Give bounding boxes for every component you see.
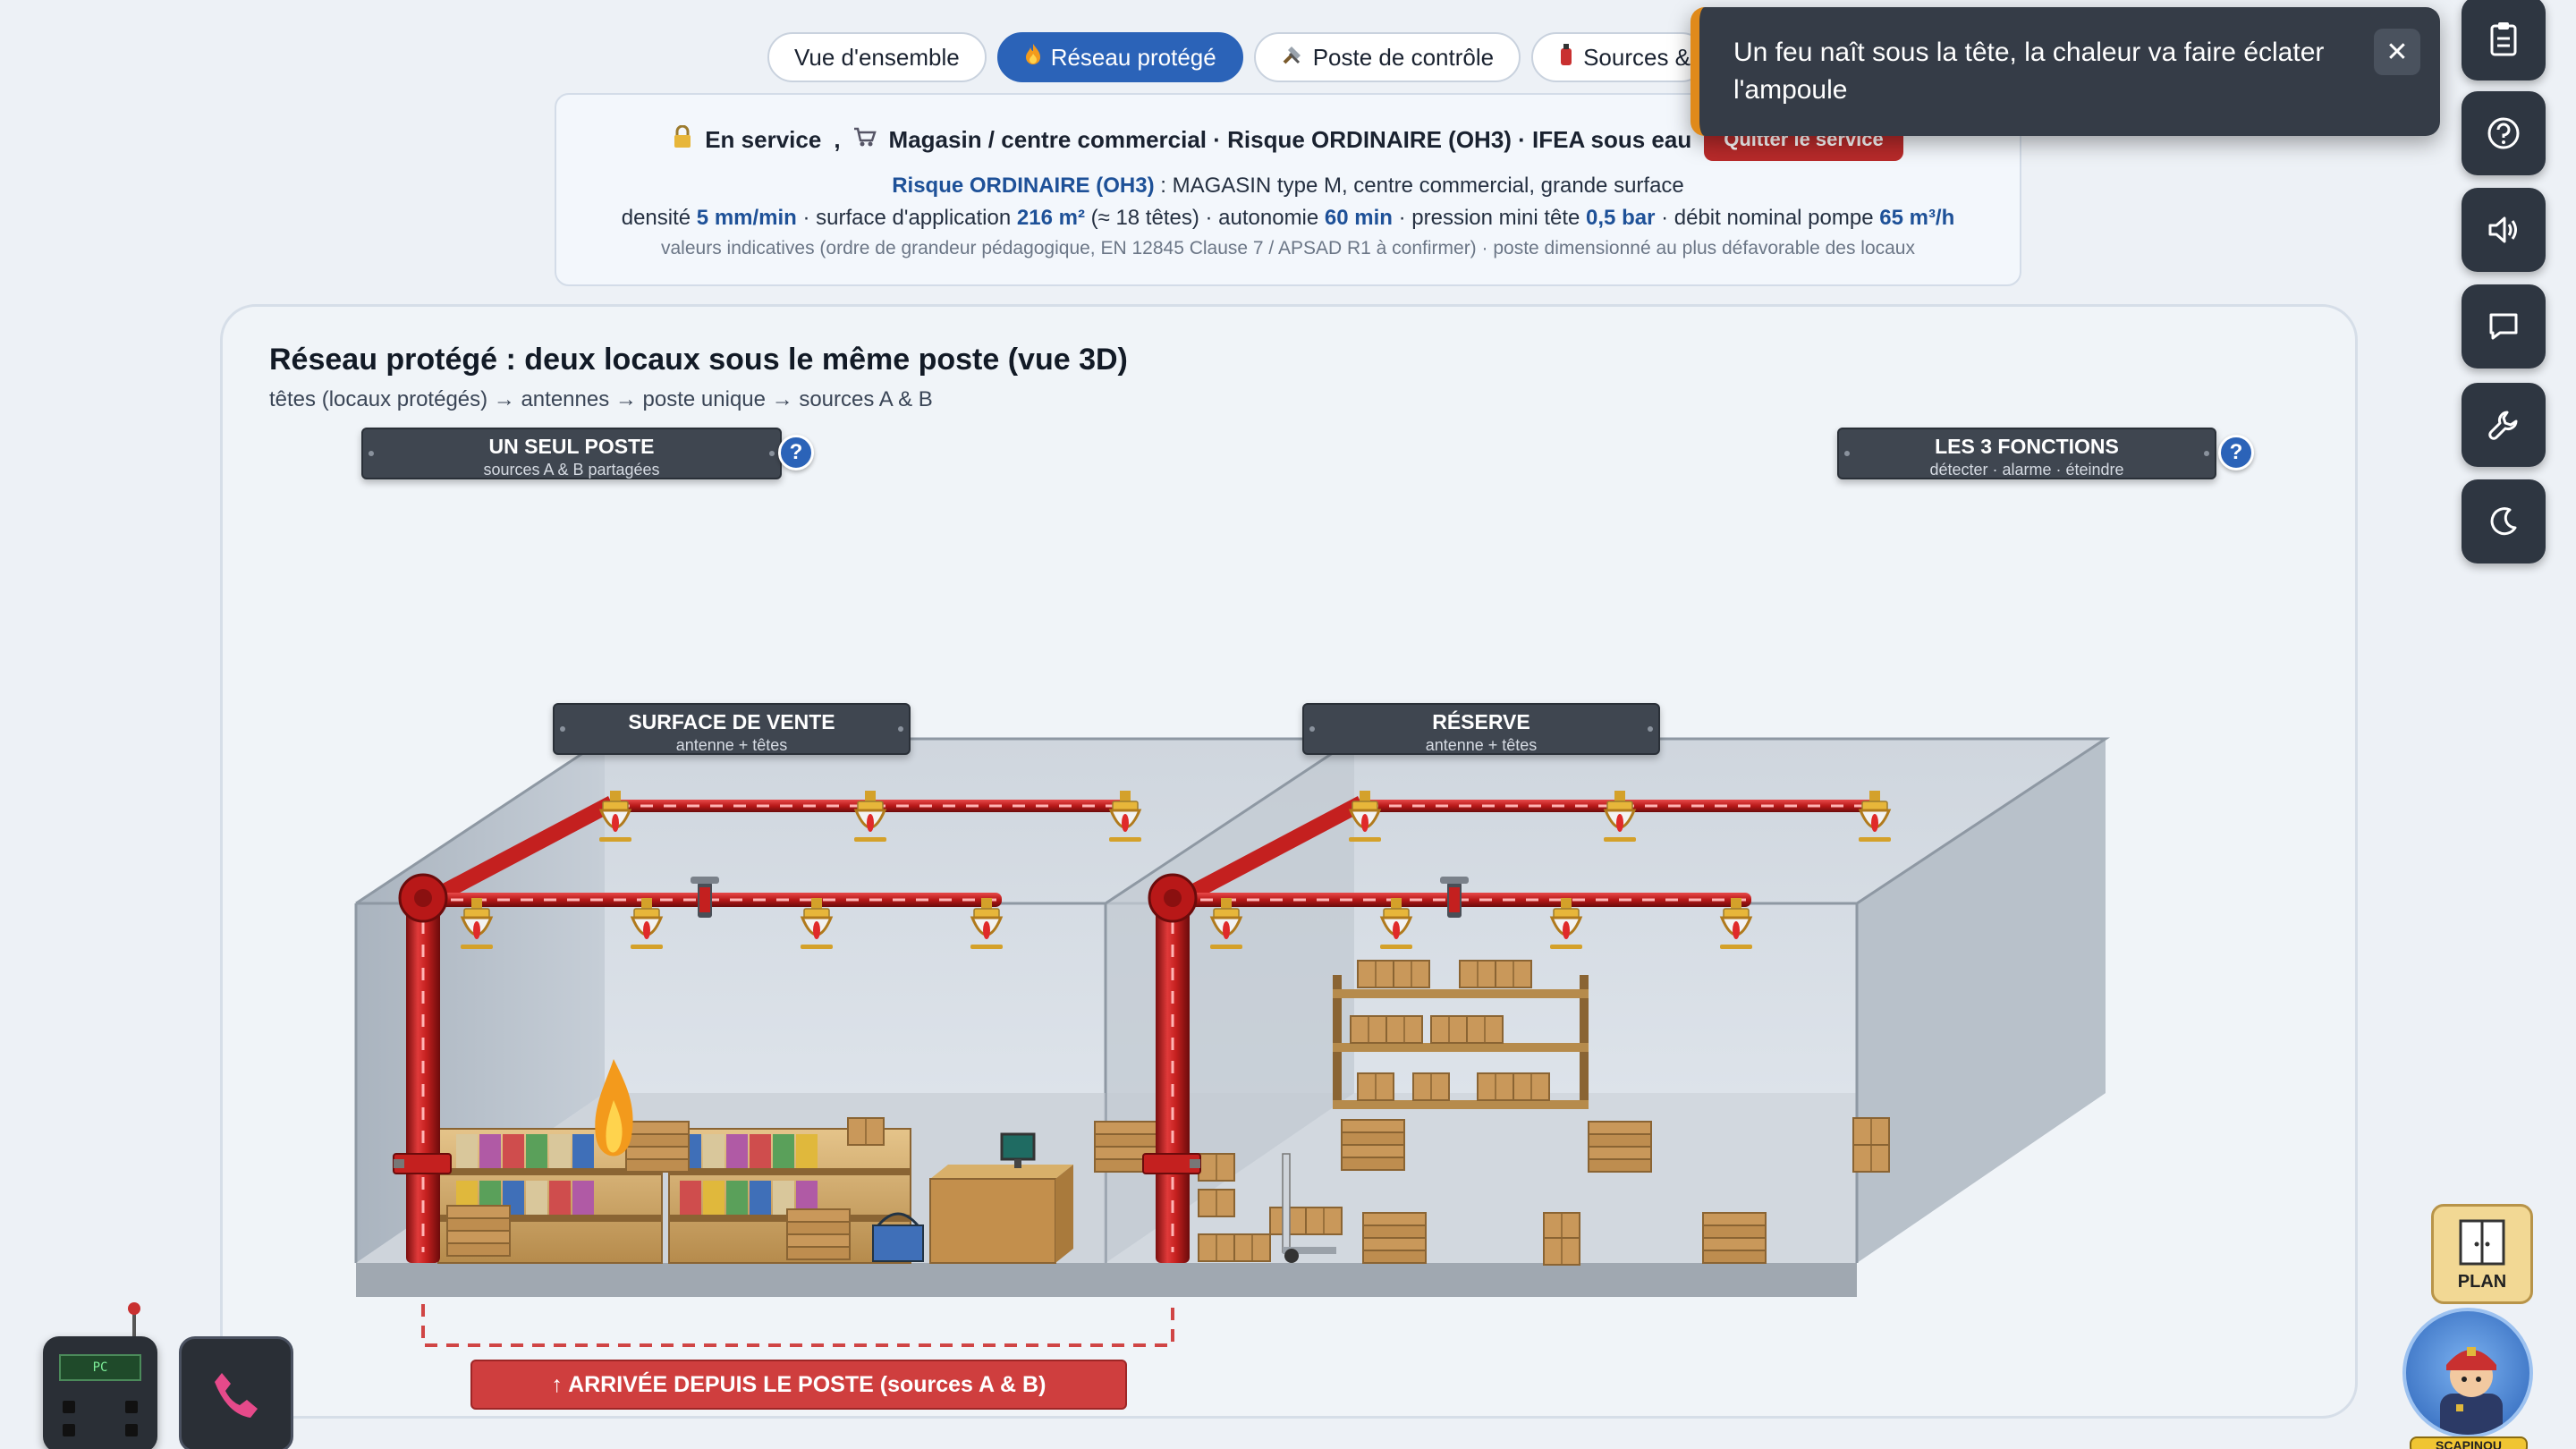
card-title: Réseau protégé : deux locaux sous le mêm… <box>269 343 1128 377</box>
flame-icon <box>1024 43 1042 72</box>
radio-key <box>63 1401 75 1413</box>
tab-sources[interactable]: Sources & <box>1531 32 1707 82</box>
help-circle-icon <box>2487 117 2520 149</box>
storage-sprinkler-network <box>1142 789 1893 1263</box>
status-separator: , <box>834 125 841 153</box>
plate-three-functions: LES 3 FONCTIONS détecter · alarme · étei… <box>1837 428 2216 479</box>
phone-icon <box>215 1373 258 1418</box>
radio-key <box>125 1424 138 1436</box>
fire-icon <box>595 1059 633 1157</box>
feed-line <box>421 1304 1174 1347</box>
plan-button[interactable]: PLAN <box>2431 1204 2533 1304</box>
radio-button[interactable]: PC <box>43 1302 157 1449</box>
tab-bar: Vue d'ensemble Réseau protégé Poste de c… <box>767 32 1707 82</box>
risk-line: Risque ORDINAIRE (OH3) : MAGASIN type M,… <box>892 174 1684 198</box>
status-state: En service <box>705 125 822 153</box>
phone-button[interactable] <box>179 1336 293 1449</box>
toast-close-button[interactable]: ✕ <box>2374 29 2420 75</box>
firefighter-icon <box>2440 1347 2503 1435</box>
avatar-name-tag: SCAPINOU <box>2410 1436 2528 1449</box>
wrench-icon <box>2488 411 2518 440</box>
arrival-from-post-banner: ↑ ARRIVÉE DEPUIS LE POSTE (sources A & B… <box>470 1360 1127 1410</box>
sound-button[interactable] <box>2462 188 2546 272</box>
checkout-counter <box>929 1132 1073 1264</box>
clipboard-button[interactable] <box>2462 0 2546 80</box>
pallet-truck <box>1282 1153 1336 1263</box>
tools-icon <box>1281 43 1304 72</box>
extinguisher-icon <box>1558 43 1574 72</box>
site-description: Magasin / centre commercial · Risque ORD… <box>888 125 1692 153</box>
plate-sales-area: SURFACE DE VENTE antenne + têtes <box>553 703 911 755</box>
help-single-post-icon[interactable]: ? <box>778 435 814 470</box>
tools-button[interactable] <box>2462 383 2546 467</box>
moon-icon <box>2490 507 2517 536</box>
door-icon <box>2459 1219 2505 1266</box>
radio-key <box>63 1424 75 1436</box>
plate-storage-area: RÉSERVE antenne + têtes <box>1302 703 1660 755</box>
radio-key <box>125 1401 138 1413</box>
tab-overview[interactable]: Vue d'ensemble <box>767 32 987 82</box>
plate-single-post: UN SEUL POSTE sources A & B partagées <box>361 428 782 479</box>
lock-icon <box>673 124 692 155</box>
help-button[interactable] <box>2462 91 2546 175</box>
clipboard-icon <box>2490 22 2517 56</box>
firefighter-avatar[interactable] <box>2402 1308 2533 1438</box>
theme-button[interactable] <box>2462 479 2546 564</box>
status-line: En service , Magasin / centre commercial… <box>556 118 2020 161</box>
antenna-icon <box>128 1302 140 1336</box>
parameters-line: densité 5 mm/min · surface d'application… <box>621 206 1955 230</box>
help-three-functions-icon[interactable]: ? <box>2218 435 2254 470</box>
toast-message: Un feu naît sous la tête, la chaleur va … <box>1733 38 2325 105</box>
storage-rack <box>1333 960 1589 1109</box>
tab-control-post[interactable]: Poste de contrôle <box>1253 32 1521 82</box>
cart-icon <box>853 126 877 154</box>
radio-screen: PC <box>59 1354 141 1381</box>
disclaimer-note: valeurs indicatives (ordre de grandeur p… <box>661 238 1915 258</box>
tab-protected-network[interactable]: Réseau protégé <box>996 32 1243 82</box>
notification-toast: Un feu naît sous la tête, la chaleur va … <box>1690 7 2440 136</box>
card-subtitle: têtes (locaux protégés) → antennes → pos… <box>269 387 933 411</box>
chat-icon <box>2489 313 2518 340</box>
shopping-basket <box>872 1212 924 1262</box>
sales-sprinkler-network <box>393 789 1143 1263</box>
chat-button[interactable] <box>2462 284 2546 369</box>
volume-icon <box>2488 216 2517 243</box>
